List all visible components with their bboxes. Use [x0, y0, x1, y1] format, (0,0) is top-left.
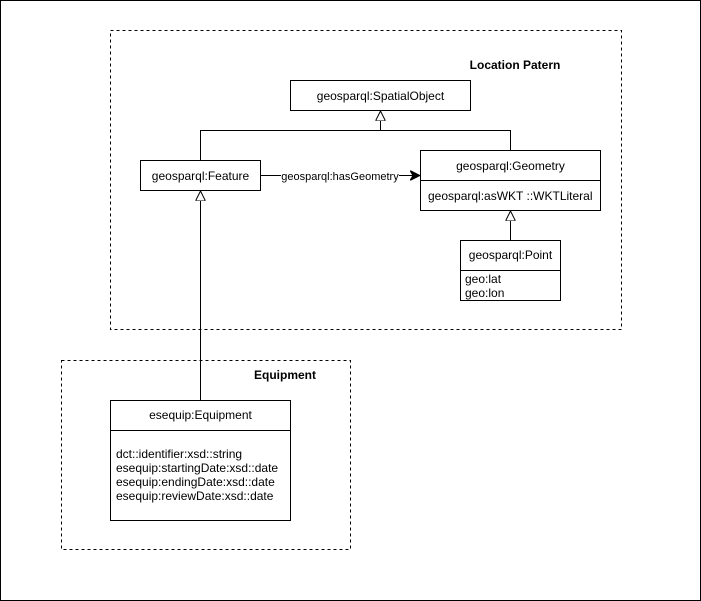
equipment-name: esequip:Equipment [149, 408, 252, 422]
geometry-name: geosparql:Geometry [456, 159, 565, 173]
equipment-group-title: Equipment [254, 368, 316, 382]
spatial-object-name: geosparql:SpatialObject [317, 89, 445, 103]
geometry-to-spatialobject-edge [380, 130, 511, 150]
class-equipment[interactable]: esequip:Equipment dct::identifier:xsd::s… [110, 400, 291, 521]
point-attribute-lat: geo:lat [465, 272, 502, 286]
location-pattern-frame [110, 30, 622, 330]
equipment-attribute-ending-date: esequip:endingDate:xsd::date [116, 475, 275, 489]
location-pattern-group: Location Patern [110, 30, 622, 330]
equipment-group-frame [61, 360, 351, 550]
class-point[interactable]: geosparql:Point geo:lat geo:lon [460, 240, 561, 301]
has-geometry-edge: geosparql:hasGeometry [260, 168, 420, 183]
class-spatial-object[interactable]: geosparql:SpatialObject [290, 80, 471, 111]
has-geometry-label-bg [281, 168, 399, 183]
equipment-attribute-starting-date: esequip:startingDate:xsd::date [116, 461, 278, 475]
has-geometry-label: geosparql:hasGeometry [281, 171, 399, 183]
class-feature[interactable]: geosparql:Feature [140, 160, 261, 191]
equipment-group: Equipment [61, 360, 351, 550]
point-name: geosparql:Point [469, 248, 553, 262]
location-pattern-title: Location Patern [470, 58, 561, 72]
generalization-edges [201, 111, 511, 400]
geometry-attribute: geosparql:asWKT ::WKTLiteral [428, 189, 593, 203]
point-attribute-lon: geo:lon [465, 286, 504, 300]
equipment-attribute-review-date: esequip:reviewDate:xsd::date [116, 489, 274, 503]
equipment-attribute-identifier: dct::identifier:xsd::string [116, 447, 242, 461]
class-geometry[interactable]: geosparql:Geometry geosparql:asWKT ::WKT… [420, 150, 601, 211]
feature-name: geosparql:Feature [152, 169, 250, 183]
feature-to-spatialobject-edge [200, 111, 381, 160]
